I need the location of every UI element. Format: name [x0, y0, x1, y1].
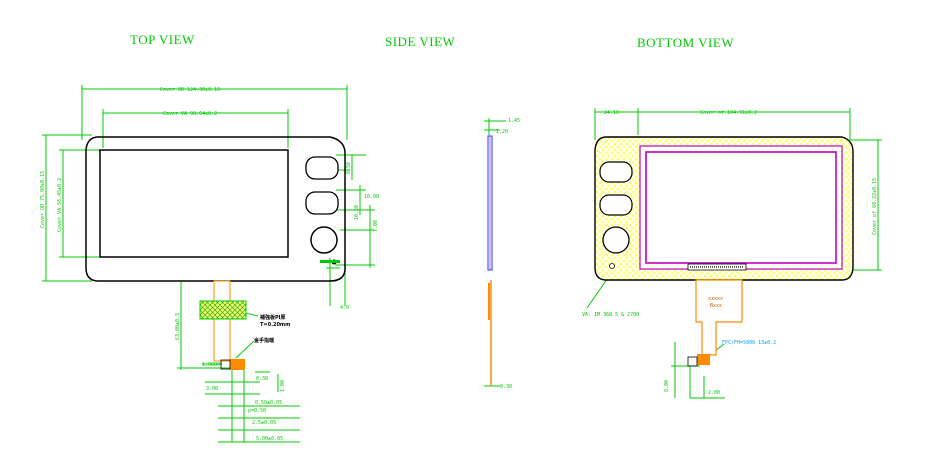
side-view-title: SIDE VIEW [385, 34, 456, 49]
dimension-label-14: 3.00 [206, 386, 218, 392]
side-view: 1.45 1.20 0.30 [484, 118, 520, 390]
stiffener [199, 300, 247, 320]
dimension-label-25: Cover of 104.91±0.2 [700, 110, 757, 116]
dimension-label-3: Cover VA 56.45±0.2 [57, 178, 63, 232]
dimension-label-1: Cover VA 98.64±0.2 [163, 111, 217, 117]
dimension-label-10: 補強板PI厚 [259, 314, 286, 321]
bottom-view: 24.10 Cover of 104.91±0.2 Cover of 60.22… [582, 108, 882, 399]
dimension-label-24: 24.10 [604, 110, 619, 116]
dimension-label-5: 10.50 [354, 205, 360, 220]
dimension-label-31: 8.00 [664, 380, 670, 392]
active-area [639, 145, 843, 270]
dimension-label-4: 10.90 [364, 194, 379, 200]
dimension-label-23: 0.30 [500, 384, 512, 390]
gold-finger [230, 359, 245, 370]
dimension-label-20: 5.00±0.05 [256, 436, 283, 442]
top-view-title: TOP VIEW [130, 32, 195, 47]
button-1 [305, 156, 339, 180]
dimension-label-30: FPC/FH=5000 13±0.2 [722, 340, 776, 346]
button-2 [305, 191, 339, 215]
dimension-label-11: T=0.20mm [260, 322, 290, 328]
dimension-label-16: 1.00 [280, 380, 286, 392]
dimension-label-9: 63.00±0.5 [175, 313, 181, 340]
dimension-label-26: Cover of 60.22±0.15 [872, 178, 878, 235]
dimension-label-22: 1.20 [496, 129, 508, 135]
dimension-label-7: 7.00 [373, 220, 379, 232]
bottom-view-title: BOTTOM VIEW [637, 35, 734, 50]
dimension-label-6: 0.50 [346, 162, 352, 174]
dimension-label-32: 2.00 [708, 390, 720, 396]
dimension-label-0: Cover OD 124.30±0.15 [160, 87, 220, 93]
fpc-bottom [695, 279, 743, 356]
dimension-label-15: 0.30 [256, 376, 268, 382]
top-view: Cover OD 124.30±0.15 Cover VA 98.64±0.2 … [40, 85, 379, 443]
led-marker [320, 260, 340, 263]
dimension-label-28: xxxxx [708, 296, 723, 302]
dimension-label-27: VA: IM 368.5 & 2700 [582, 312, 639, 318]
dimension-label-17: 0.50±0.05 [255, 400, 282, 406]
dimension-label-21: 1.45 [508, 118, 520, 124]
dimension-label-18: p=0.50 [248, 408, 266, 414]
dimension-label-2: Cover OD 75.00±0.15 [40, 171, 46, 228]
round-button [310, 226, 338, 254]
cover-outline [85, 136, 346, 282]
dimension-label-13: 1.0000 [202, 362, 220, 368]
dimension-label-12: 金手指端 [253, 337, 274, 344]
display-area [99, 149, 289, 258]
dimension-label-8: 4.0 [340, 305, 349, 311]
dimension-label-19: 2.5±0.05 [252, 420, 276, 426]
dimension-label-29: Bxxx [710, 303, 722, 309]
